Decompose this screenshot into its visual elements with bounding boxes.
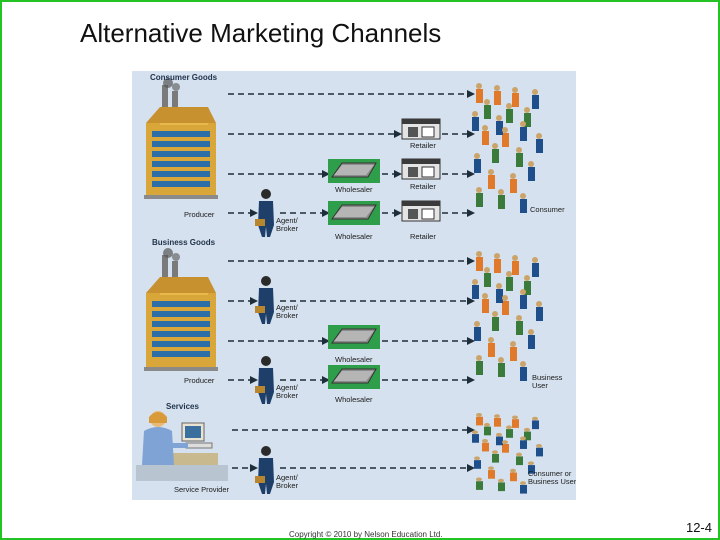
service-provider-label: Service Provider	[174, 485, 230, 494]
section-label-services: Services	[166, 402, 199, 411]
retailer-label: Retailer	[410, 232, 436, 241]
section-label-business-goods: Business Goods	[152, 238, 216, 247]
wholesaler-label: Wholesaler	[335, 355, 373, 364]
consumer-label: Consumer	[530, 205, 565, 214]
retailer-label: Retailer	[410, 141, 436, 150]
wholesaler-icon	[328, 159, 380, 389]
factory-icon-consumer	[144, 78, 218, 199]
agent-broker-label: Agent/ Broker	[276, 303, 299, 320]
section-label-consumer-goods: Consumer Goods	[150, 73, 218, 82]
agent-broker-label: Agent/ Broker	[276, 216, 299, 233]
factory-icon-business	[144, 248, 218, 371]
service-provider-icon	[136, 411, 228, 481]
wholesaler-label: Wholesaler	[335, 232, 373, 241]
crowd-icon-business-users	[472, 251, 543, 381]
wholesaler-label: Wholesaler	[335, 395, 373, 404]
consumer-or-business-user-label: Consumer or Business User	[528, 469, 576, 486]
crowd-icon-consumers	[472, 83, 543, 213]
copyright-footer: Copyright © 2010 by Nelson Education Ltd…	[289, 530, 443, 539]
business-user-label: Business User	[532, 373, 563, 390]
wholesaler-label: Wholesaler	[335, 185, 373, 194]
retailer-icon	[401, 118, 441, 222]
agent-broker-icon	[255, 189, 274, 494]
producer-label: Producer	[184, 376, 215, 385]
page-number: 12-4	[685, 520, 712, 535]
channels-diagram: Consumer Goods Business Goods Services P…	[132, 71, 576, 500]
producer-label: Producer	[184, 210, 215, 219]
retailer-label: Retailer	[410, 182, 436, 191]
slide-title: Alternative Marketing Channels	[80, 18, 442, 48]
crowd-icon-service-users	[472, 413, 543, 494]
agent-broker-label: Agent/ Broker	[276, 383, 299, 400]
channel-arrows	[228, 90, 475, 472]
agent-broker-label: Agent/ Broker	[276, 473, 299, 490]
diagram-artwork	[136, 78, 543, 494]
